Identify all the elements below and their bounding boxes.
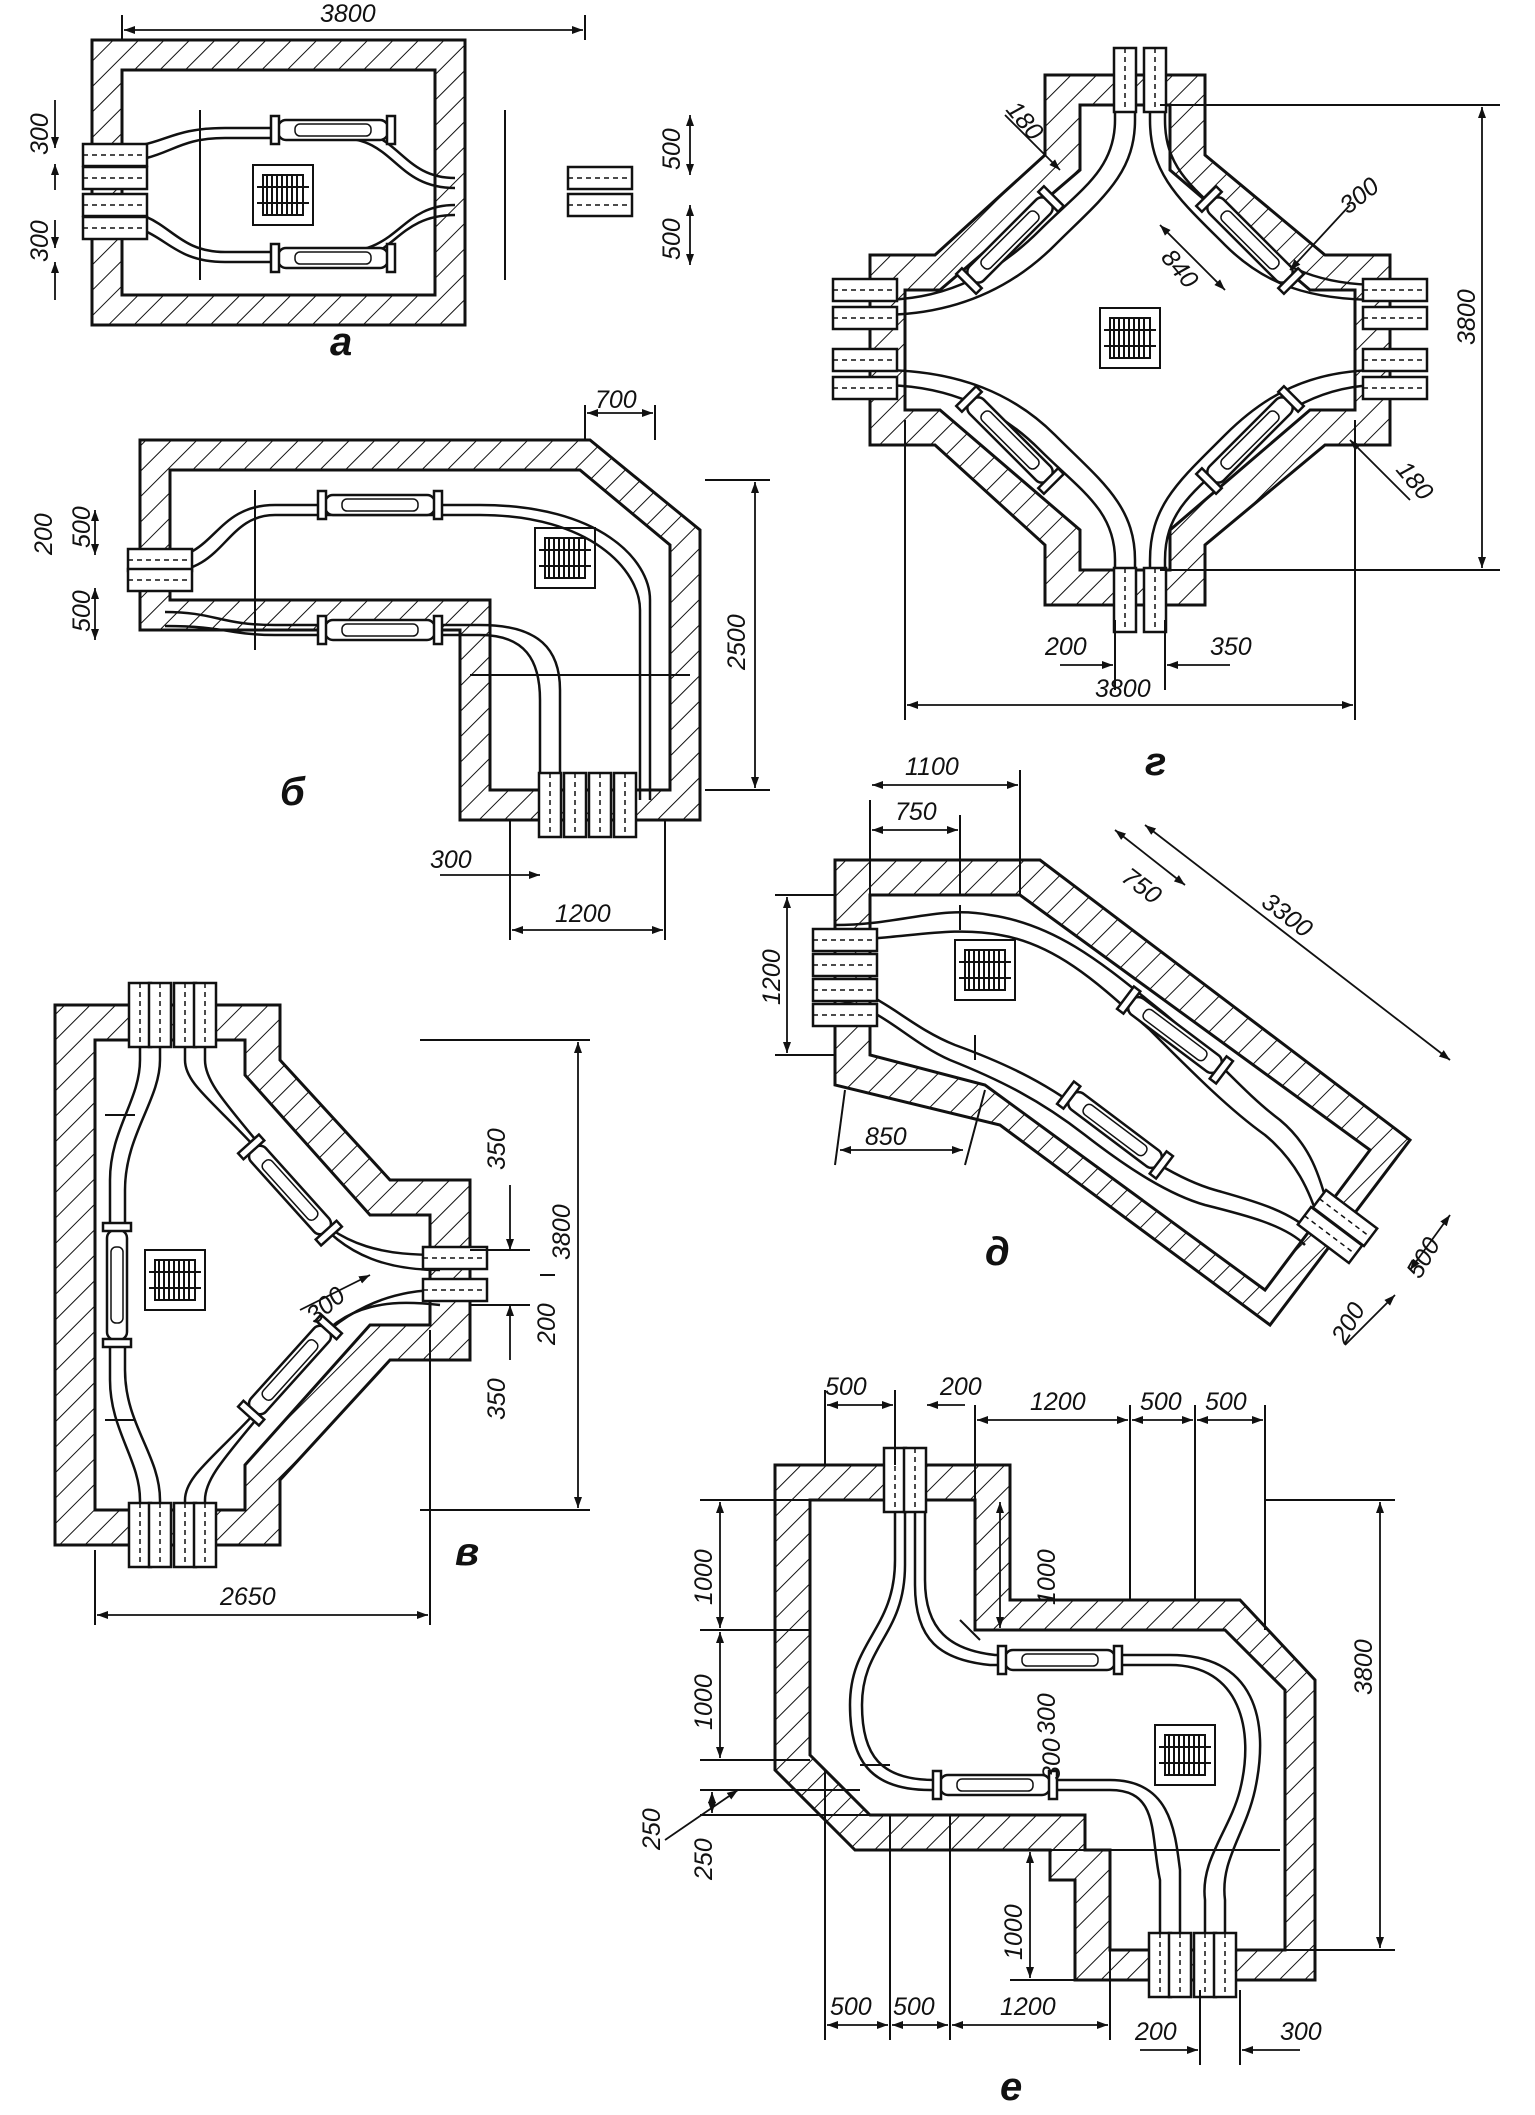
dim-label: 1000 (1033, 1549, 1061, 1605)
dim-label: 3800 (1350, 1639, 1378, 1695)
dim-label: 500 (1140, 1388, 1182, 1416)
dim-label: 200 (533, 1303, 561, 1346)
dim-label: 350 (1210, 633, 1252, 661)
dim-label: 1200 (1030, 1388, 1086, 1416)
dim-label: 500 (68, 506, 96, 548)
dim-label: 1000 (690, 1674, 718, 1730)
dim-label: 2650 (219, 1583, 276, 1611)
dim-label: 300 (1038, 1738, 1066, 1780)
dim-label: 500 (68, 590, 96, 632)
figure-b-corner-well: 700 200 500 500 2500 300 1200 б (30, 386, 770, 940)
dim-label: 1000 (1000, 1904, 1028, 1960)
figure-v-tee-well: 3800 350 350 200 300 2650 в (53, 981, 590, 1625)
dim-label: 1000 (690, 1549, 718, 1605)
dim-label: 200 (1134, 2018, 1177, 2046)
dim-label: 3800 (320, 0, 376, 28)
dim-label: 1200 (1000, 1993, 1056, 2021)
figure-a-straight-well: 3800 300 300 500 500 а (26, 0, 694, 364)
dim-label: 300 (430, 846, 472, 874)
dim-label: 200 (1325, 1298, 1371, 1349)
dim-label: 500 (658, 128, 686, 170)
dim-label: 1200 (555, 900, 611, 928)
figure-g-cross-well: 3800 180 300 840 180 200 350 3800 г (831, 46, 1500, 784)
dim-label: 700 (595, 386, 637, 414)
dim-label: 180 (1000, 96, 1048, 146)
dim-label: 1200 (758, 949, 786, 1005)
dim-label: 300 (1280, 2018, 1322, 2046)
figure-label: г (1145, 740, 1166, 784)
dim-label: 850 (865, 1123, 907, 1151)
dim-label: 500 (1401, 1233, 1446, 1283)
figure-label: а (330, 320, 352, 364)
figure-label: б (280, 770, 306, 814)
dim-label: 250 (638, 1808, 666, 1851)
figure-label: е (1000, 2065, 1022, 2109)
figure-d-oblique-well: 1100 750 750 3300 1200 850 500 200 д (758, 753, 1451, 1349)
dim-label: 750 (1116, 862, 1166, 910)
dim-label: 3800 (1453, 289, 1481, 345)
dim-label: 180 (1390, 456, 1438, 506)
dim-label: 300 (1033, 1693, 1061, 1735)
dim-label: 3800 (548, 1204, 576, 1260)
dim-label: 500 (825, 1373, 867, 1401)
dim-label: 500 (658, 218, 686, 260)
dim-label: 300 (26, 220, 54, 262)
dim-label: 250 (690, 1838, 718, 1881)
figure-label: в (455, 1530, 479, 1574)
dim-label: 500 (830, 1993, 872, 2021)
dim-label: 300 (26, 113, 54, 155)
figure-e-zigzag-well: 500 200 1200 500 500 1000 1000 1000 3800… (638, 1373, 1395, 2109)
dim-label: 2500 (723, 614, 751, 671)
dim-label: 200 (939, 1373, 982, 1401)
dim-label: 1100 (905, 753, 959, 781)
figure-label: д (985, 1230, 1010, 1274)
dim-label: 500 (893, 1993, 935, 2021)
dim-label: 200 (30, 513, 58, 556)
dim-label: 200 (1044, 633, 1087, 661)
dim-label: 3800 (1095, 675, 1151, 703)
dim-label: 500 (1205, 1388, 1247, 1416)
dim-label: 350 (483, 1128, 511, 1170)
dim-label: 750 (895, 798, 937, 826)
dim-label: 350 (483, 1378, 511, 1420)
